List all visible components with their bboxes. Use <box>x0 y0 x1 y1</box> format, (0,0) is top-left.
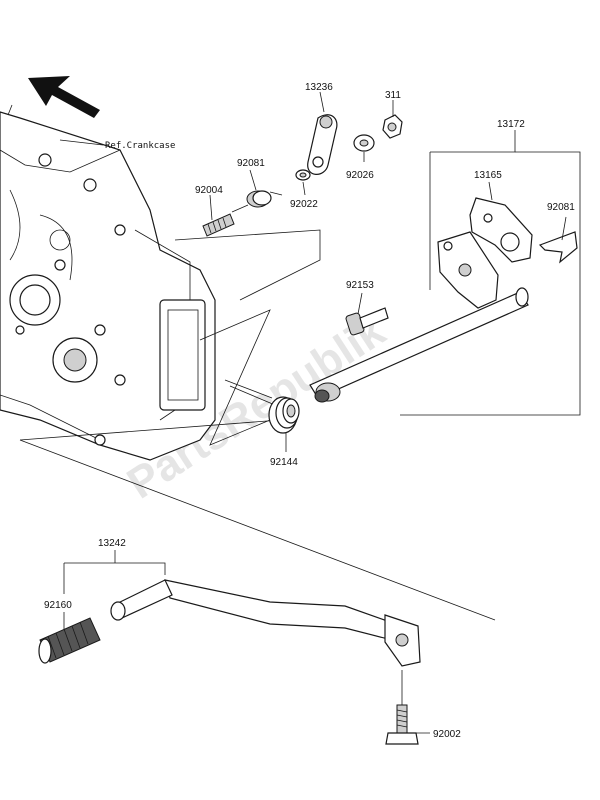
assembly-frame-lines <box>19 140 581 621</box>
nut-311 <box>382 114 403 139</box>
label-13236: 13236 <box>305 82 333 93</box>
bolt-92002 <box>385 704 419 745</box>
shift-pedal-13242 <box>110 579 421 667</box>
label-92144: 92144 <box>270 457 298 468</box>
bolt-92153 <box>345 307 389 336</box>
label-311: 311 <box>385 90 401 101</box>
clip-92081-right <box>538 231 578 264</box>
shift-shaft-13172 <box>309 231 529 403</box>
label-92002: 92002 <box>433 729 461 740</box>
front-direction-arrow-icon <box>28 76 100 118</box>
collar-92026 <box>353 134 375 152</box>
label-92022: 92022 <box>290 199 318 210</box>
spring-92081-top <box>231 190 283 213</box>
leader-lines <box>63 91 567 734</box>
crankcase: Ref.Crankcase <box>0 104 216 461</box>
label-13165: 13165 <box>474 170 502 181</box>
rubber-92160 <box>38 617 101 664</box>
label-13172: 13172 <box>497 119 525 130</box>
label-92004: 92004 <box>195 185 223 196</box>
plate-13165 <box>469 197 533 263</box>
lever-13236 <box>307 114 338 175</box>
part-labels: 13236 311 13172 92081 92004 92022 92026 … <box>44 82 575 740</box>
label-92081-right: 92081 <box>547 202 575 213</box>
label-92026: 92026 <box>346 170 374 181</box>
label-13242: 13242 <box>98 538 126 549</box>
stud-92004 <box>202 213 235 237</box>
torsion-spring-92144 <box>224 379 300 434</box>
label-92081-top: 92081 <box>237 158 265 169</box>
label-92153: 92153 <box>346 280 374 291</box>
washer-92022 <box>295 169 311 181</box>
label-92160: 92160 <box>44 600 72 611</box>
reference-crankcase-label: Ref.Crankcase <box>105 141 175 151</box>
